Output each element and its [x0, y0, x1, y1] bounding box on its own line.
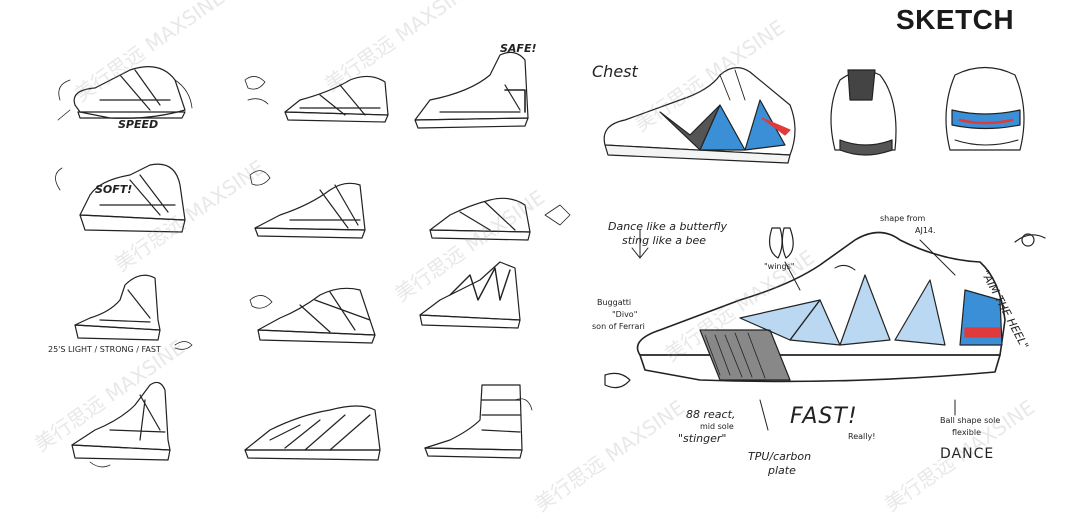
- soft-note: SOFT!: [95, 183, 133, 196]
- sketch-drawings: [55, 51, 1046, 468]
- tpu-note: TPU/carbon: [748, 450, 812, 463]
- light-note: 25'S LIGHT / STRONG / FAST: [48, 345, 161, 354]
- shoe-sketch-12: [424, 384, 533, 459]
- shoe-sketch-3: [74, 274, 193, 350]
- aj14-note: AJ14.: [915, 226, 936, 235]
- sting-like-note: sting like a bee: [622, 234, 707, 247]
- main-shoe-sketch: [636, 231, 1006, 383]
- shoe-sketch-1: [57, 66, 193, 121]
- sketch-page: SKETCH SPEED SAFE! SOFT! 25'S LIGHT / ST…: [30, 0, 1046, 516]
- shape-from-note: shape from: [880, 214, 926, 223]
- brand-note: Chest: [592, 62, 638, 81]
- dance-note: DANCE: [940, 446, 995, 462]
- safe-note: SAFE!: [500, 42, 537, 55]
- midsole-note: mid sole: [700, 422, 734, 431]
- side-view-render: [603, 67, 796, 164]
- ball-sole-note: Ball shape sole: [940, 416, 1001, 425]
- arrows: [631, 229, 956, 431]
- page-title: SKETCH: [896, 4, 1015, 35]
- bee-doodle: [604, 372, 631, 389]
- speed-note: SPEED: [118, 118, 159, 131]
- shoe-sketch-9: [414, 51, 529, 129]
- stinger-note: "stinger": [678, 432, 727, 445]
- plate-note: plate: [768, 464, 796, 477]
- divo-note: "Divo": [612, 310, 638, 319]
- shoe-sketch-8: [244, 405, 381, 461]
- shoe-sketch-11: [419, 261, 521, 329]
- really-note: Really!: [848, 432, 876, 441]
- fast-note: FAST!: [790, 404, 858, 429]
- back-view-render: [945, 66, 1025, 151]
- shoe-sketch-5: [244, 75, 389, 123]
- son-of-note: son of Ferrari: [592, 322, 645, 331]
- wings-note: "wings": [764, 262, 795, 271]
- dance-like-note: Dance like a butterfly: [608, 220, 727, 233]
- shoe-sketch-4: [71, 381, 171, 468]
- target-doodle: [1014, 233, 1046, 247]
- shoe-sketch-7: [249, 287, 376, 344]
- shoe-sketch-10: [429, 197, 571, 241]
- wings-doodle: [768, 227, 794, 259]
- react-note: 88 react,: [686, 408, 736, 421]
- shoe-sketch-2: [55, 163, 186, 233]
- front-view-render: [830, 69, 897, 156]
- bugatti-note: Buggatti: [597, 298, 632, 307]
- flexible-note: flexible: [952, 428, 981, 437]
- shoe-sketch-6: [249, 170, 366, 239]
